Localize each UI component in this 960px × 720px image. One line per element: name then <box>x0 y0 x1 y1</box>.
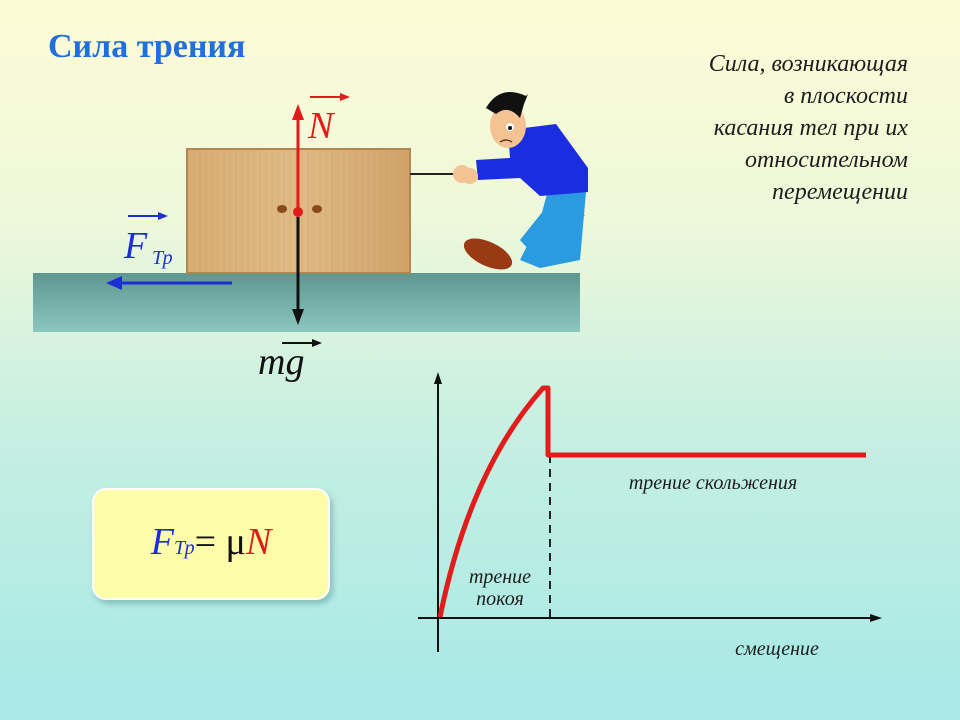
formula-subscript: Тр <box>173 537 195 559</box>
gravity-force-arrow <box>292 217 304 325</box>
svg-text:F: F <box>123 225 148 267</box>
friction-force-label: F Тр <box>123 212 173 269</box>
friction-formula: FТр= μN <box>94 520 328 564</box>
page-title: Сила трения <box>48 28 246 65</box>
formula-equals-mu: = μ <box>194 521 246 563</box>
friction-vs-displacement-chart <box>418 372 882 652</box>
definition-line: в плоскости <box>783 83 908 109</box>
svg-text:N: N <box>307 105 336 147</box>
friction-force-arrow <box>106 276 232 290</box>
definition-line: относительном <box>745 147 908 173</box>
definition-line: касания тел при их <box>713 115 908 141</box>
formula-box: FТр= μN <box>92 488 330 600</box>
formula-normal: N <box>245 521 272 563</box>
definition-line: перемещении <box>772 179 908 205</box>
gravity-label: mg <box>258 339 322 383</box>
normal-force-arrow <box>277 104 322 217</box>
svg-text:Тр: Тр <box>152 247 173 269</box>
man-figure <box>453 92 588 270</box>
static-friction-label: трение покоя <box>468 566 532 610</box>
x-axis-label: смещение <box>735 638 819 660</box>
svg-text:mg: mg <box>258 341 304 383</box>
friction-definition: Сила, возникающая в плоскости касания те… <box>578 48 908 208</box>
friction-curve <box>437 385 866 618</box>
normal-force-label: N <box>307 93 350 147</box>
formula-force: F <box>150 521 174 563</box>
definition-line: Сила, возникающая <box>708 51 908 77</box>
sliding-friction-label: трение скольжения <box>628 472 798 494</box>
